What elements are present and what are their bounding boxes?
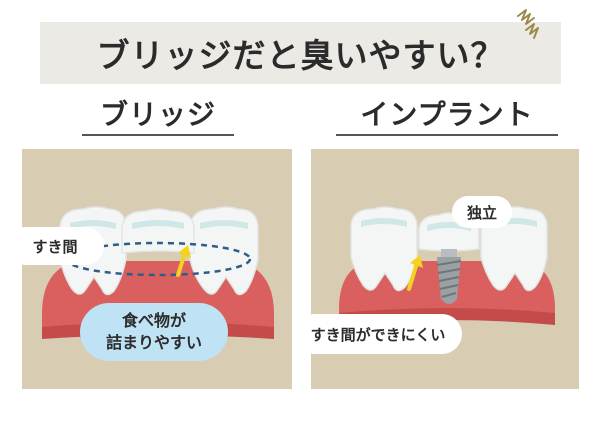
implant-screw-icon xyxy=(436,249,462,304)
heading-implant-label: インプラント xyxy=(360,98,534,131)
bridge-pontic xyxy=(121,208,195,254)
callout-less-gap-text: すき間ができにくい xyxy=(310,325,446,344)
callout-independent: 独立 xyxy=(452,196,512,228)
callout-less-gap: すき間ができにくい xyxy=(294,314,462,354)
callout-independent-text: 独立 xyxy=(466,203,497,222)
title-band: ブリッジだと臭いやすい？ xyxy=(40,22,561,84)
heading-implant: インプラント xyxy=(336,92,558,136)
callout-gap-text: すき間 xyxy=(32,237,78,256)
heading-bridge: ブリッジ xyxy=(82,92,234,136)
arrow-up-icon xyxy=(176,245,191,277)
smell-lines-icon xyxy=(517,9,539,39)
callout-food-line1: 食べ物が xyxy=(121,311,186,331)
callout-food-line2: 詰まりやすい xyxy=(105,333,202,352)
heading-bridge-label: ブリッジ xyxy=(99,98,216,131)
callout-food-trap: 食べ物が 詰まりやすい xyxy=(80,303,228,361)
callout-gap: すき間 xyxy=(6,227,104,265)
arrow-up-icon xyxy=(407,255,423,291)
implant-illustration xyxy=(339,206,555,325)
page-title: ブリッジだと臭いやすい？ xyxy=(96,36,505,75)
